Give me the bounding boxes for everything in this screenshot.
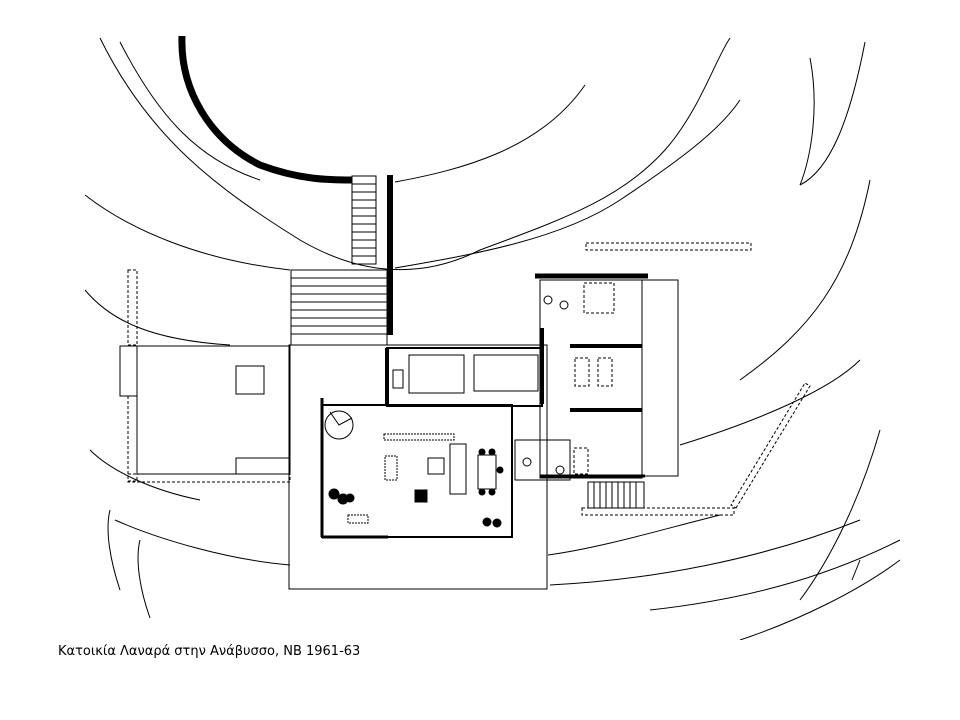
- entrance-stair: [351, 175, 377, 265]
- living-room: [320, 398, 513, 539]
- service-wing: [385, 328, 544, 407]
- slide-caption: Κατοικία Λαναρά στην Ανάβυσσο, ΝΒ 1961-6…: [58, 644, 361, 659]
- left-terrace: [119, 345, 291, 475]
- pergola: [290, 269, 388, 346]
- floor-plan-drawing: [84, 35, 901, 640]
- lower-right-steps: [587, 481, 645, 509]
- lower-platform: [288, 344, 548, 590]
- bedroom-wing: [514, 273, 679, 481]
- contour-lines: [84, 37, 901, 640]
- stone-walls-left: [127, 269, 291, 483]
- stone-walls-right: [581, 242, 811, 516]
- curved-retaining-wall: [178, 35, 353, 184]
